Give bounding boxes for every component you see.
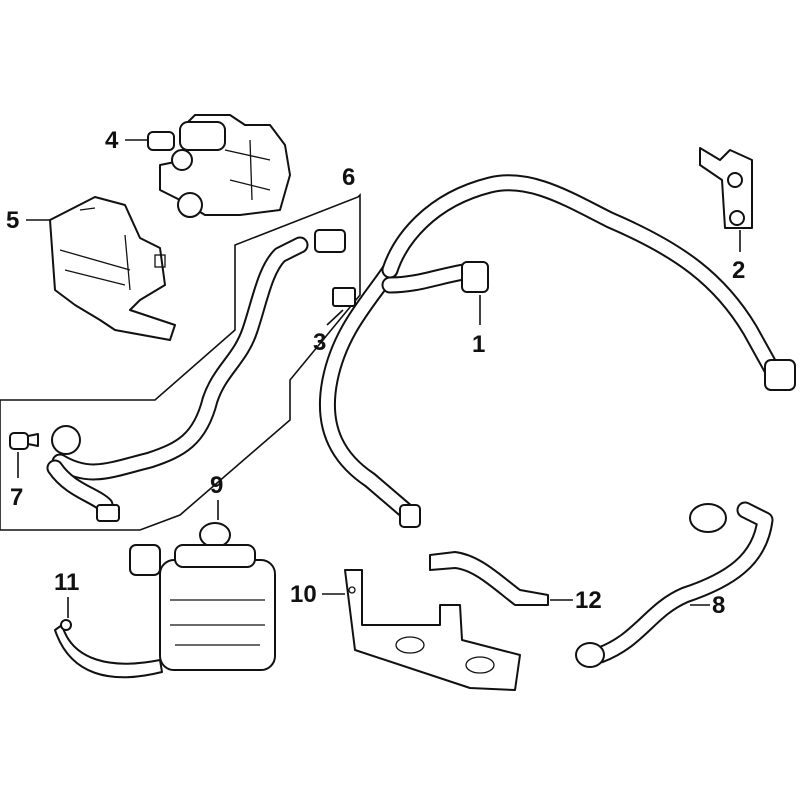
callout-9[interactable]: 9 (210, 472, 223, 499)
callout-3[interactable]: 3 (313, 329, 326, 356)
part-4-valve-assembly[interactable] (147, 114, 291, 218)
part-2-bracket-clip[interactable] (699, 147, 753, 229)
callout-2[interactable]: 2 (732, 257, 745, 284)
callout-10[interactable]: 10 (290, 581, 317, 608)
callout-6[interactable]: 6 (342, 164, 355, 191)
callouts: 4 5 6 3 1 2 7 9 11 10 12 8 (6, 127, 745, 619)
callout-5[interactable]: 5 (6, 207, 19, 234)
part-12-strap-bracket[interactable] (429, 551, 549, 606)
callout-4[interactable]: 4 (105, 127, 119, 154)
callout-12[interactable]: 12 (575, 587, 602, 614)
part-3-small-clip[interactable] (332, 287, 356, 307)
part-11-pump-strap-clamp[interactable] (54, 619, 163, 679)
callout-7[interactable]: 7 (10, 484, 23, 511)
part-5-mounting-bracket[interactable] (49, 196, 176, 341)
leader-3 (326, 309, 344, 326)
part-9-auxiliary-water-pump[interactable] (129, 522, 276, 671)
part-7-connector-clip[interactable] (9, 432, 39, 450)
callout-1[interactable]: 1 (472, 331, 485, 358)
callout-11[interactable]: 11 (54, 569, 79, 596)
callout-8[interactable]: 8 (712, 592, 725, 619)
part-8-hose-lower-right[interactable] (575, 501, 774, 668)
part-1-hose-assembly[interactable] (318, 174, 796, 528)
part-10-pump-mounting-bracket[interactable] (344, 569, 521, 691)
part-6-hose-assembly[interactable] (0, 193, 361, 531)
